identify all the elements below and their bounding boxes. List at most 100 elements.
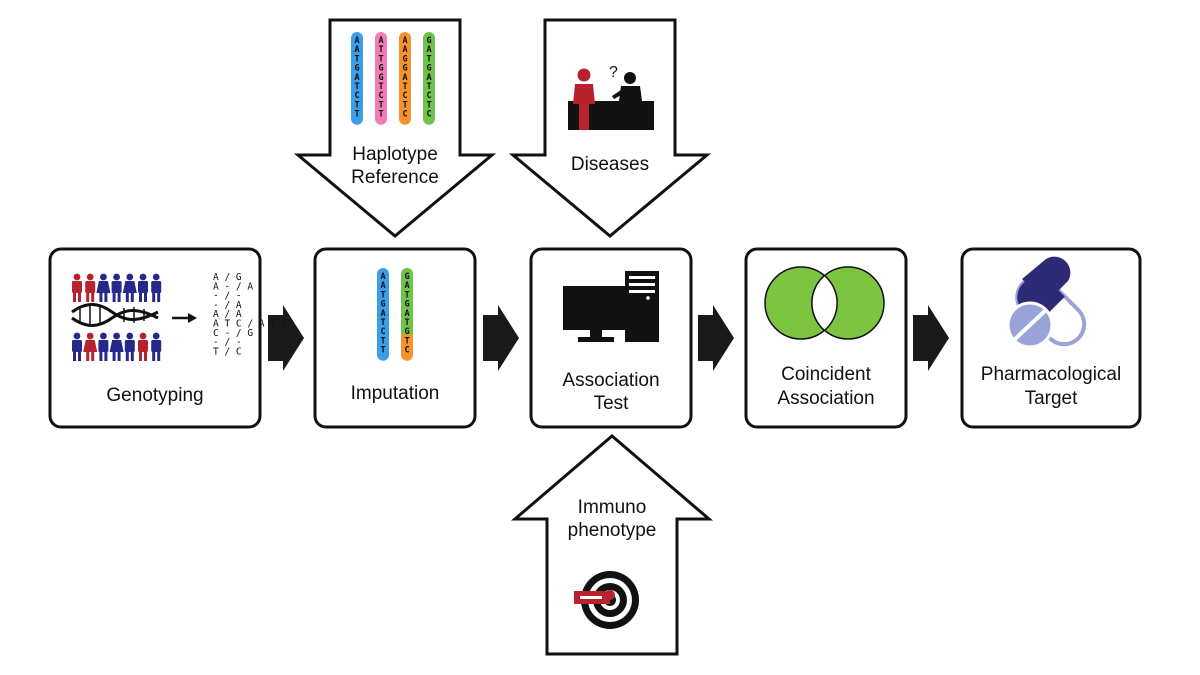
pharmacological-target-label-line1: Pharmacological: [981, 364, 1121, 385]
genotype-row-7: - / -: [213, 337, 242, 348]
person-icon-top-3: [111, 273, 122, 302]
imputation-strand-0-base-0: A: [380, 272, 385, 282]
imputation-strand-1-base-3: G: [404, 300, 409, 310]
person-icon-top-2: [96, 273, 111, 302]
immuno-label-line1: Immuno: [578, 497, 647, 518]
flow-arrow-3: [698, 305, 734, 371]
haplotype-strand-0-base-3: G: [354, 64, 359, 74]
imputation-strand-0-base-1: A: [380, 281, 385, 291]
imputation-strand-1-base-2: T: [404, 290, 409, 300]
computer-icon: [563, 271, 659, 342]
population-icons-bottom: [72, 332, 162, 361]
imputation-strand-0-base-8: T: [380, 346, 385, 356]
haplotype-strand-2-base-6: C: [402, 91, 407, 101]
haplotype-strand-0-base-6: C: [354, 91, 359, 101]
person-icon-bottom-2: [98, 332, 109, 361]
imputation-strand-0-base-3: G: [380, 300, 385, 310]
genotype-row-5: A T C / A T G: [213, 319, 288, 330]
imputation-strand-0-base-4: A: [380, 309, 385, 319]
person-icon-bottom-3: [109, 332, 124, 361]
imputation-strand-1-base-4: A: [404, 309, 409, 319]
immuno-input-arrow: [510, 434, 714, 656]
haplotype-strand-3-base-8: C: [426, 110, 431, 120]
haplotype-strand-2-base-7: T: [402, 100, 407, 110]
diseases-label: Diseases: [571, 154, 649, 175]
imputation-strand-0-base-7: T: [380, 336, 385, 346]
imputation-strand-0-base-6: C: [380, 327, 385, 337]
haplotype-strand-3-base-5: T: [426, 82, 431, 92]
haplotype-strand-1-base-8: T: [378, 110, 383, 120]
haplotype-strand-3-base-2: T: [426, 54, 431, 64]
right-arrow-icon: [172, 313, 197, 323]
haplotype-label-line1: Haplotype: [352, 144, 438, 165]
haplotype-strand-1-base-3: G: [378, 64, 383, 74]
imputation-strand-0-base-5: T: [380, 318, 385, 328]
haplotype-strand-0-base-4: A: [354, 73, 359, 83]
haplotype-label-line2: Reference: [351, 167, 439, 188]
haplotype-strand-3-base-0: G: [426, 36, 431, 46]
population-icons-top: [72, 273, 162, 302]
haplotype-strand-2-base-2: G: [402, 54, 407, 64]
imputation-strand-1-base-5: T: [404, 318, 409, 328]
venn-diagram-icon: [764, 266, 885, 340]
haplotype-strand-2-base-3: G: [402, 64, 407, 74]
flow-arrow-2: [483, 305, 519, 371]
genotype-row-8: T / C: [213, 346, 242, 357]
imputation-strand-1-base-0: G: [404, 272, 409, 282]
person-icon-bottom-5: [138, 332, 148, 361]
haplotype-strand-1-base-5: T: [378, 82, 383, 92]
dna-helix-icon: [71, 303, 159, 327]
haplotype-strand-0-base-7: T: [354, 100, 359, 110]
person-icon-top-0: [72, 273, 82, 302]
imputation-label: Imputation: [351, 383, 440, 404]
immuno-label-line2: phenotype: [568, 520, 657, 541]
haplotype-strand-0-base-5: T: [354, 82, 359, 92]
haplotype-strand-3-base-4: A: [426, 73, 431, 83]
genotype-row-3: - / A: [213, 300, 242, 311]
haplotype-strand-1-base-4: G: [378, 73, 383, 83]
person-icon-top-1: [85, 273, 96, 302]
imputation-strand-1-base-7: T: [404, 336, 409, 346]
haplotype-strand-2-base-1: A: [402, 45, 407, 55]
genotype-row-6: C - / G: [213, 328, 253, 339]
pharmacological-target-label-line2: Target: [1025, 388, 1079, 409]
haplotype-strand-3-base-6: C: [426, 91, 431, 101]
person-icon-bottom-4: [124, 332, 135, 361]
haplotype-strand-1-base-2: T: [378, 54, 383, 64]
haplotype-strand-1-base-6: C: [378, 91, 383, 101]
haplotype-strand-3-base-3: G: [426, 64, 431, 74]
genotype-row-0: A / G: [213, 272, 242, 283]
association-test-label-line1: Association: [562, 370, 659, 391]
doctor-patient-icon: ?: [568, 64, 654, 130]
haplotype-strand-1-base-0: A: [378, 36, 383, 46]
haplotype-strand-2-base-8: C: [402, 110, 407, 120]
genotype-row-4: A / A: [213, 309, 242, 320]
haplotype-strand-2-base-0: A: [402, 36, 407, 46]
genotyping-label: Genotyping: [106, 385, 203, 406]
doctor-question-mark: ?: [609, 64, 618, 81]
coincident-association-label-line1: Coincident: [781, 364, 871, 385]
imputation-strand-1-base-1: A: [404, 281, 409, 291]
haplotype-strand-2-base-5: T: [402, 82, 407, 92]
flow-arrow-1: [268, 305, 304, 371]
coincident-association-label-line2: Association: [777, 388, 874, 409]
haplotype-strand-3-base-1: A: [426, 45, 431, 55]
haplotype-strand-0-base-8: T: [354, 110, 359, 120]
flow-arrow-4: [913, 305, 949, 371]
imputation-strand-1-base-8: C: [404, 346, 409, 356]
pill-capsule-icon: [1006, 256, 1087, 349]
haplotype-strand-0-base-2: T: [354, 54, 359, 64]
person-icon-bottom-6: [151, 332, 162, 361]
imputation-strand-0-base-2: T: [380, 290, 385, 300]
haplotype-strand-0-base-1: A: [354, 45, 359, 55]
cytometry-icon: [574, 571, 639, 629]
person-icon-top-4: [122, 273, 137, 302]
